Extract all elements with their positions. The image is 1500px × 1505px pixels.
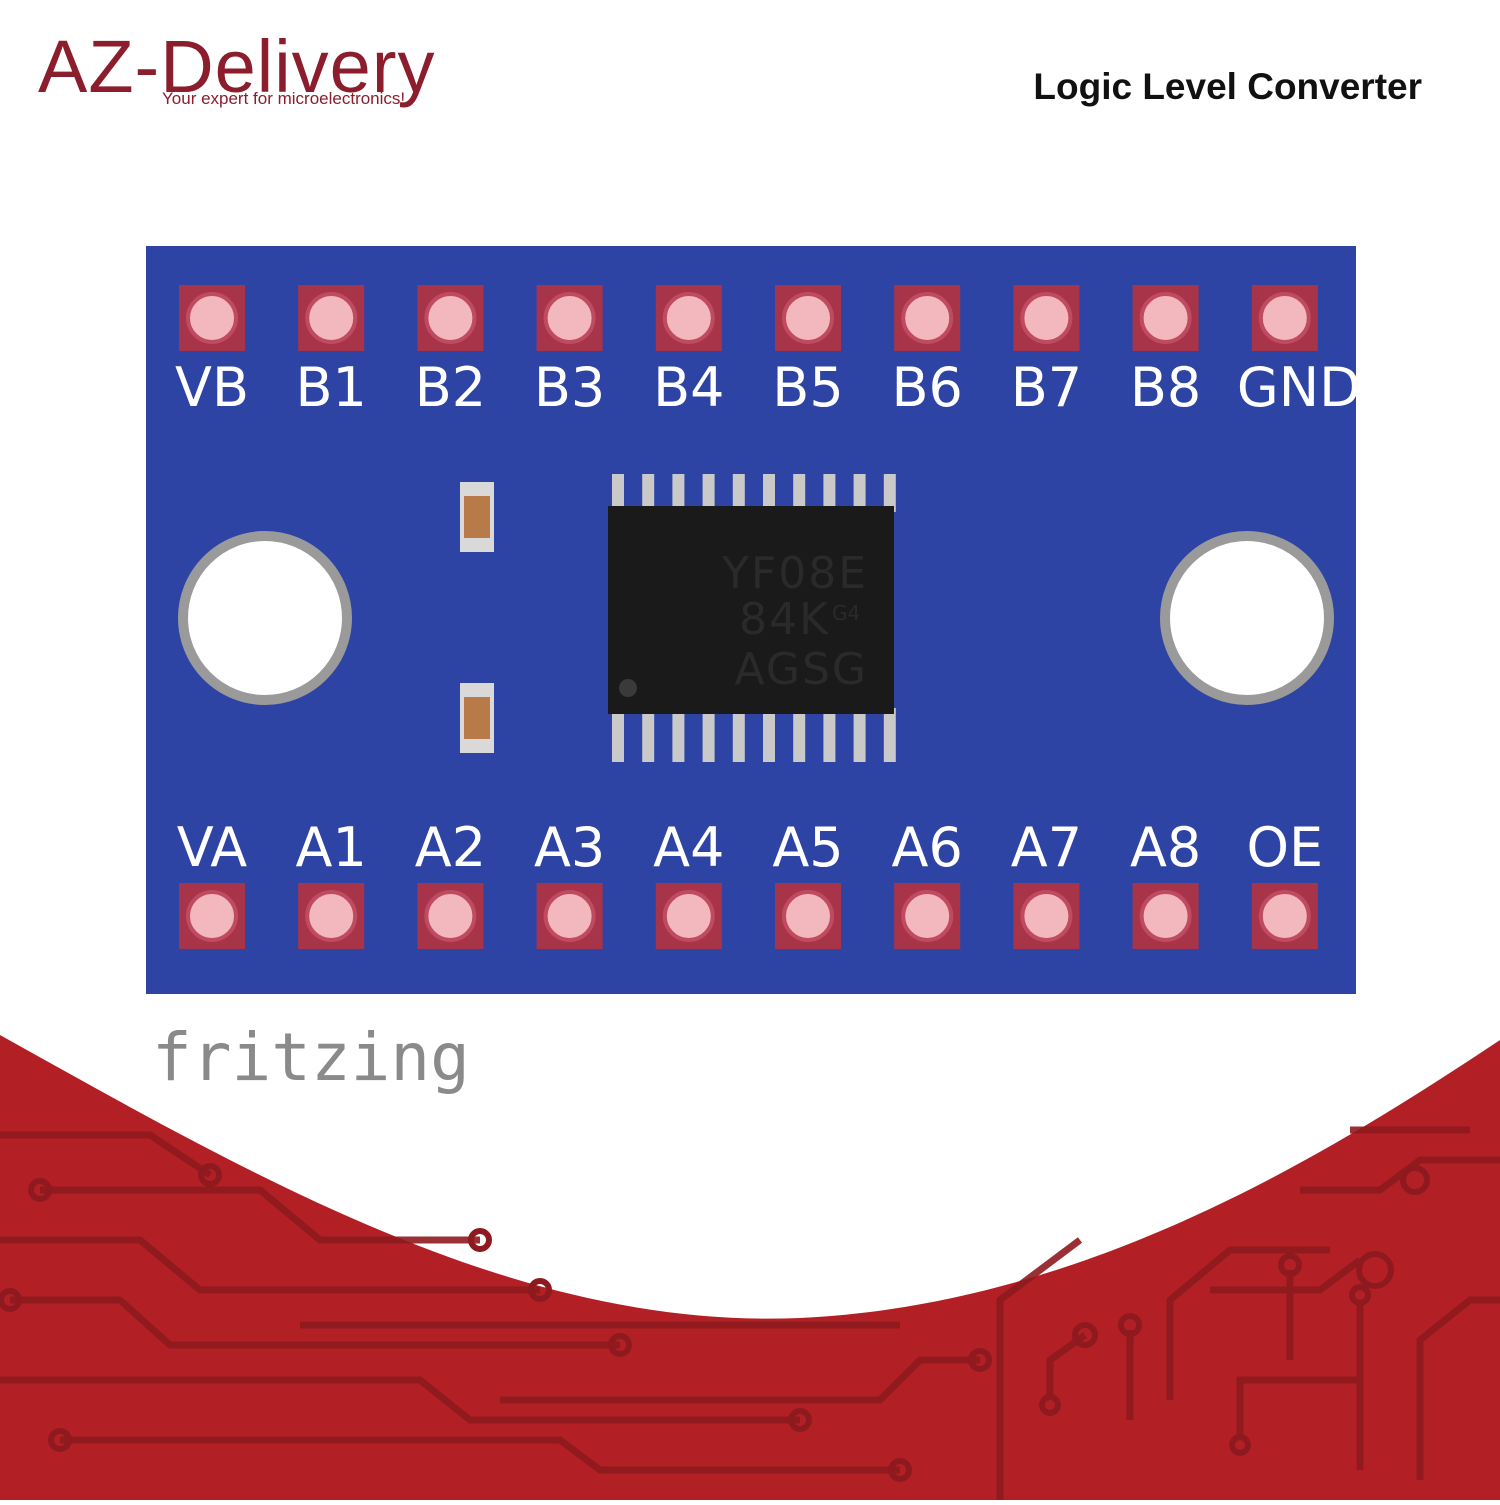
chip-leg-bottom-10 [883,708,896,762]
product-title: Logic Level Converter [1033,66,1422,107]
chip-leg-top-1 [612,474,624,512]
brand-tagline: Your expert for microelectronics! [162,89,405,108]
bottom-pin-pads [179,883,1318,949]
chip-leg-top-4 [702,474,715,512]
top-pin-pad-b3 [536,285,603,351]
chip-leg-bottom-1 [612,708,624,762]
chip-leg-top-7 [793,474,806,512]
chip-leg-top-6 [763,474,775,512]
top-pin-label-gnd: GND [1237,356,1361,419]
chip-leg-bottom-4 [702,708,715,762]
top-pin-pad-b6 [894,285,961,351]
top-pin-label-b3: B3 [534,356,605,419]
chip-leg-top-10 [883,474,896,512]
top-pin-pad-b1 [298,285,365,351]
brand-name: AZ-Delivery [38,25,435,108]
chip-marking-small: G4 [832,601,860,625]
top-pin-label-b2: B2 [415,356,486,419]
bottom-pin-label-va: VA [177,816,247,879]
chip-leg-bottom-5 [732,708,745,762]
circuit-nodes [0,1163,1430,1482]
top-pin-pad-b4 [655,285,722,351]
mounting-hole-right [1160,531,1334,705]
bottom-pin-label-a8: A8 [1130,816,1201,879]
capacitor-bottom [460,683,494,753]
chip-leg-top-9 [853,474,866,512]
bottom-pin-label-a2: A2 [415,816,486,879]
chip-leg-bottom-2 [642,708,655,762]
bottom-pin-pad-a7 [1013,883,1080,949]
top-pin-label-b6: B6 [891,356,962,419]
chip-leg-top-3 [672,474,685,512]
red-circuit-band [0,1035,1500,1500]
bottom-pin-pad-a5 [775,883,841,949]
bottom-pin-pad-a2 [417,883,484,949]
bottom-pin-pad-a3 [536,883,603,949]
chip-leg-top-2 [642,474,655,512]
bottom-pin-labels: VA A1 A2 A3 A4 A5 A6 A7 A8 OE [177,816,1323,879]
top-pin-pad-b5 [775,285,841,351]
bottom-pin-pad-oe [1251,883,1318,949]
circuit-traces [0,1126,1500,1500]
chip-leg-top-5 [732,474,745,512]
chip-leg-bottom-6 [763,708,775,762]
chip-marking-line2: 84K [739,594,830,645]
top-pin-label-b4: B4 [653,356,724,419]
ic-chip [608,506,894,714]
top-pin-label-b8: B8 [1130,356,1201,419]
chip-leg-top-8 [823,474,836,512]
bottom-pin-label-a5: A5 [772,816,843,879]
bottom-pin-label-a1: A1 [296,816,367,879]
chip-leg-bottom-9 [853,708,866,762]
top-pin-pads [179,285,1318,351]
chip-leg-bottom-3 [672,708,685,762]
capacitor-top [460,482,494,552]
top-pin-label-vb: VB [175,356,249,419]
bottom-pin-pad-va [179,883,245,949]
top-pin-labels: VB B1 B2 B3 B4 B5 B6 B7 B8 GND [175,356,1361,419]
converter-board: VB B1 B2 B3 B4 B5 B6 B7 B8 GND VA A1 A2 A3 A4 A5 A6 A7 A8… [146,246,1361,994]
mounting-hole-left [178,531,352,705]
fritzing-watermark: fritzing [152,1019,470,1096]
bottom-pin-pad-a1 [298,883,365,949]
bottom-pin-pad-a8 [1132,883,1199,949]
bottom-pin-label-a3: A3 [534,816,605,879]
chip-leg-bottom-8 [823,708,836,762]
top-pin-label-b5: B5 [772,356,843,419]
chip-legs [612,474,896,762]
top-pin-pad-b2 [417,285,484,351]
bottom-pin-label-a4: A4 [653,816,724,879]
bottom-pin-label-a7: A7 [1011,816,1082,879]
chip-pin1-dot [619,679,637,697]
top-pin-pad-b8 [1132,285,1199,351]
top-pin-pad-b7 [1013,285,1080,351]
top-pin-label-b1: B1 [295,356,366,419]
chip-marking-line3: AGSG [735,644,868,695]
top-pin-pad-gnd [1251,285,1318,351]
chip-marking-line1: YF08E [721,548,868,599]
bottom-pin-pad-a6 [894,883,961,949]
bottom-pin-pad-a4 [655,883,722,949]
brand-logo: AZ-Delivery Your expert for microelectro… [38,25,435,108]
bottom-pin-label-oe: OE [1246,816,1323,879]
bottom-pin-label-a6: A6 [892,816,963,879]
top-pin-label-b7: B7 [1011,356,1082,419]
chip-leg-bottom-7 [793,708,806,762]
top-pin-pad-vb [179,285,245,351]
